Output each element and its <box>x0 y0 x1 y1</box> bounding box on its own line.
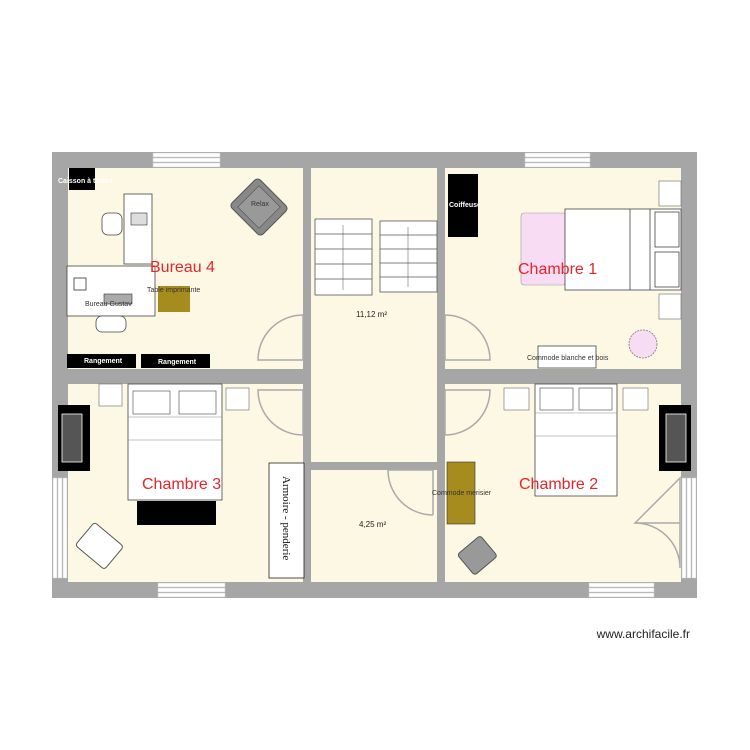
rangement-1 <box>67 354 136 368</box>
radiator-inner <box>61 413 83 463</box>
caisson <box>69 168 95 190</box>
nightstand <box>98 383 123 407</box>
commode-blanche-label: Commode blanche et bois <box>527 355 609 362</box>
area-small-room: 4,25 m² <box>359 520 386 529</box>
coiffeuse-label: Coiffeuse <box>449 202 481 209</box>
stairs-left <box>314 218 373 296</box>
tv-bench <box>137 501 216 525</box>
desk-top <box>123 193 153 265</box>
window-chambre3 <box>157 582 226 598</box>
door-chambre1[interactable] <box>444 314 491 361</box>
watermark: www.archifacile.fr <box>596 627 690 641</box>
door-chambre3[interactable] <box>257 389 304 436</box>
table-imprimante <box>158 286 190 312</box>
window-chambre1 <box>524 152 591 168</box>
nightstand <box>658 293 682 320</box>
pillow <box>654 251 680 288</box>
rangement-1-label: Rangement <box>84 358 123 365</box>
door-bureau4[interactable] <box>257 314 304 361</box>
armoire-label: Armoire - penderie <box>280 476 292 560</box>
nightstand <box>622 387 649 411</box>
bureau-label: Bureau Gustav <box>85 301 132 308</box>
door-small-room[interactable] <box>387 469 434 516</box>
commode-merisier <box>446 461 476 525</box>
window-bureau4 <box>152 152 221 168</box>
nightstand <box>225 387 250 411</box>
room-label-bureau4: Bureau 4 <box>150 259 215 276</box>
nightstand <box>658 180 682 207</box>
pillow <box>178 390 217 415</box>
relax-label: Relax <box>251 201 269 208</box>
desk-bureau <box>66 265 156 317</box>
computer-icon <box>130 212 148 226</box>
stairs-right <box>379 220 438 293</box>
armchair-chambre2 <box>457 536 497 575</box>
relax-armchair <box>230 178 288 236</box>
printer-icon <box>73 277 87 291</box>
armchair-chambre3 <box>75 522 123 569</box>
pillow <box>539 387 574 411</box>
pink-pouf <box>628 329 658 359</box>
table-imprimante-label: Table imprimante <box>147 287 200 294</box>
window-chambre3-side <box>52 477 68 579</box>
room-label-chambre1: Chambre 1 <box>518 261 597 278</box>
room-small-floor[interactable] <box>311 470 437 582</box>
commode-blanche <box>537 345 597 369</box>
room-label-chambre3: Chambre 3 <box>142 476 221 493</box>
room-hall-floor[interactable] <box>311 168 437 462</box>
pillow <box>132 390 171 415</box>
commode-merisier-label: Commode merisier <box>432 490 492 497</box>
door-chambre2-double[interactable] <box>633 476 681 569</box>
room-label-chambre2: Chambre 2 <box>519 476 598 493</box>
chair-top <box>101 212 123 236</box>
coiffeuse <box>448 174 478 237</box>
caisson-label: Caisson à tiroirs <box>58 178 113 185</box>
nightstand <box>503 387 530 411</box>
keyboard-icon <box>103 293 133 305</box>
pillow <box>578 387 613 411</box>
door-chambre2[interactable] <box>444 389 491 436</box>
window-chambre2-side <box>681 477 697 579</box>
rangement-2 <box>141 354 210 368</box>
pillow <box>654 211 680 248</box>
rangement-2-label: Rangement <box>158 359 197 366</box>
radiator-inner <box>665 413 687 463</box>
window-chambre2 <box>588 582 655 598</box>
area-hall: 11,12 m² <box>356 310 387 319</box>
chair-bottom <box>95 315 127 333</box>
armoire-penderie <box>268 462 305 579</box>
